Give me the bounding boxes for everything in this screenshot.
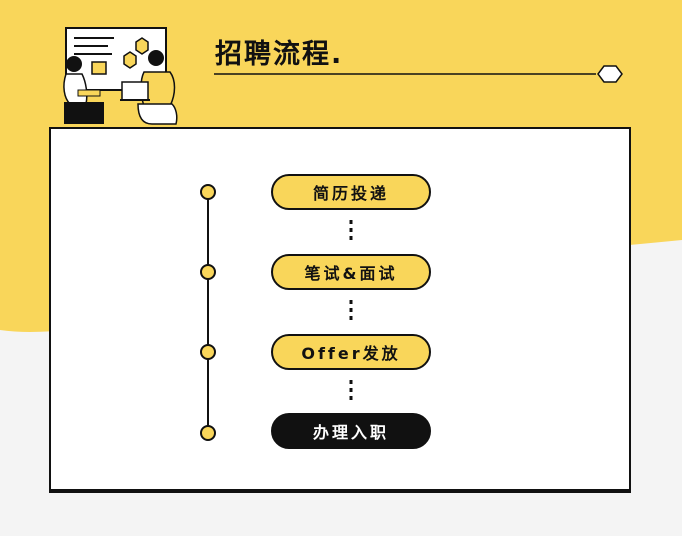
step-offer-issued: Offer发放	[271, 334, 431, 370]
office-workers-illustration	[63, 27, 178, 125]
timeline-node	[200, 184, 216, 200]
timeline-node	[200, 264, 216, 280]
timeline-node	[200, 425, 216, 441]
step-written-test-interview: 笔试&面试	[271, 254, 431, 290]
step-onboarding: 办理入职	[271, 413, 431, 449]
dotted-connector	[349, 380, 353, 400]
step-resume-submission: 简历投递	[271, 174, 431, 210]
page-title: 招聘流程.	[215, 39, 344, 70]
process-card: 简历投递 笔试&面试 Offer发放 办理入职	[49, 127, 631, 493]
timeline	[200, 184, 216, 441]
title-underline-hexagon	[214, 65, 623, 83]
dotted-connector	[349, 220, 353, 240]
dotted-connector	[349, 300, 353, 320]
timeline-node	[200, 344, 216, 360]
